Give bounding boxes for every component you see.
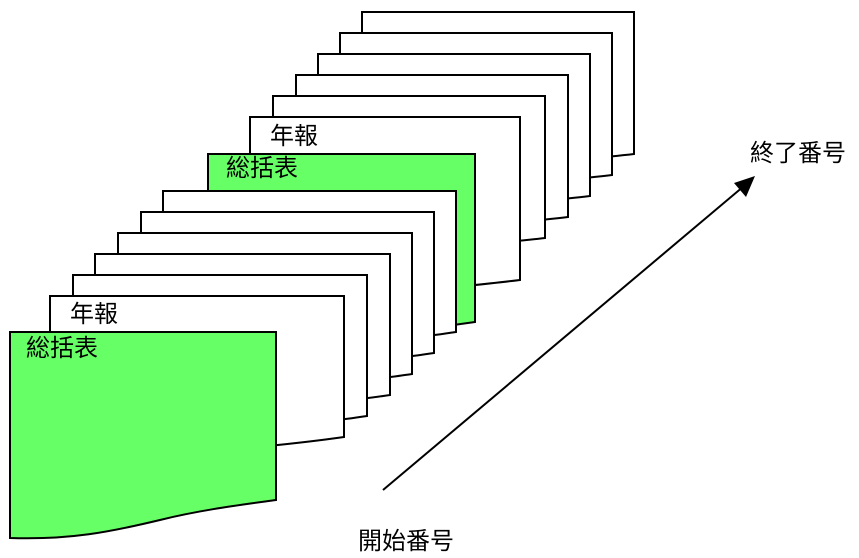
back-summary-label: 総括表 bbox=[226, 154, 298, 182]
end-number-label: 終了番号 bbox=[750, 139, 846, 167]
sequence-arrowhead bbox=[734, 176, 755, 197]
front-summary-page bbox=[9, 331, 277, 540]
front-summary-label: 総括表 bbox=[26, 334, 98, 362]
front-header-label: 年報 bbox=[70, 300, 118, 328]
start-number-label: 開始番号 bbox=[358, 527, 454, 555]
back-header-label: 年報 bbox=[270, 122, 318, 150]
sequence-arrow-line bbox=[382, 185, 745, 491]
